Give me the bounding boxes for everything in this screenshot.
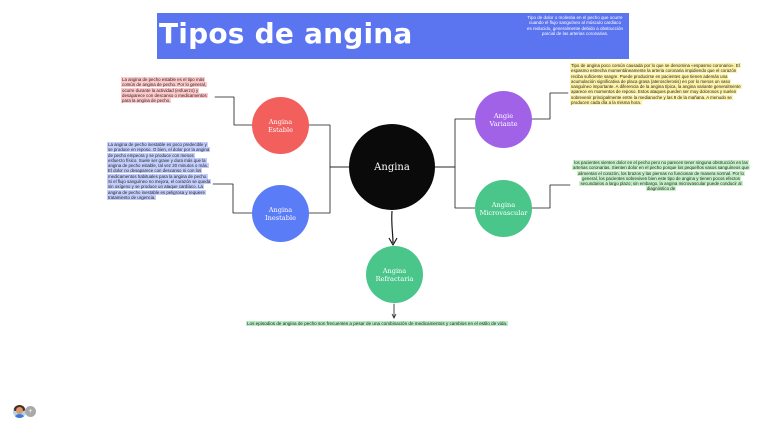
link-variante-note [531, 92, 569, 120]
note-variante: Tipo de angina poco común causada por lo… [570, 63, 748, 106]
link-center-estable [307, 124, 350, 168]
center-label: Angina [374, 161, 410, 173]
link-center-inestable [307, 166, 350, 214]
arrowhead-icon [388, 237, 398, 246]
link-inestable-note [212, 183, 253, 214]
node-inestable-line1: Angina [268, 205, 293, 214]
node-refractaria-line1: Angina [382, 266, 407, 275]
collaborator-avatar[interactable] [13, 405, 26, 418]
node-variante-line2: Variante [489, 119, 518, 128]
arrow-center-refractaria [391, 210, 394, 244]
title-banner [157, 13, 629, 59]
link-microvascular-note [531, 184, 571, 209]
note-variante-text: Tipo de angina poco común causada por lo… [570, 63, 742, 106]
page-title: Tipos de angina [159, 17, 413, 50]
node-inestable-line2: Inestable [265, 213, 296, 222]
note-refractaria: Los episodios de angina de pecho son fre… [246, 321, 509, 327]
note-estable-text: La angina de pecho estable es el tipo má… [121, 77, 208, 104]
node-refractaria-line2: Refractaria [375, 274, 414, 283]
node-angina-center[interactable]: Angina [349, 124, 435, 210]
note-inestable-text: La angina de pecho inestable es poco pre… [107, 142, 212, 200]
note-inestable: La angina de pecho inestable es poco pre… [107, 142, 212, 200]
note-estable: La angina de pecho estable es el tipo má… [121, 77, 213, 104]
link-estable-note [214, 96, 253, 126]
node-estable-line1: Angina [268, 117, 293, 126]
node-microvascular-line1: Angina [491, 200, 516, 209]
node-variante-line1: Angie [493, 111, 514, 120]
small-arrowhead-icon [391, 313, 397, 319]
collaborator-count-badge[interactable]: + [25, 406, 36, 417]
definition-note: Tipo de dolor o molestia en el pecho que… [526, 15, 624, 37]
node-estable-line2: Estable [267, 125, 293, 134]
note-refractaria-text: Los episodios de angina de pecho son fre… [246, 321, 509, 326]
link-center-microvascular [434, 166, 477, 209]
link-center-variante [434, 118, 477, 168]
note-microvascular-text: los pacientes sienten dolor en el pecho … [572, 160, 750, 192]
note-microvascular: los pacientes sienten dolor en el pecho … [572, 160, 750, 192]
node-microvascular-line2: Microvascular [479, 208, 528, 217]
